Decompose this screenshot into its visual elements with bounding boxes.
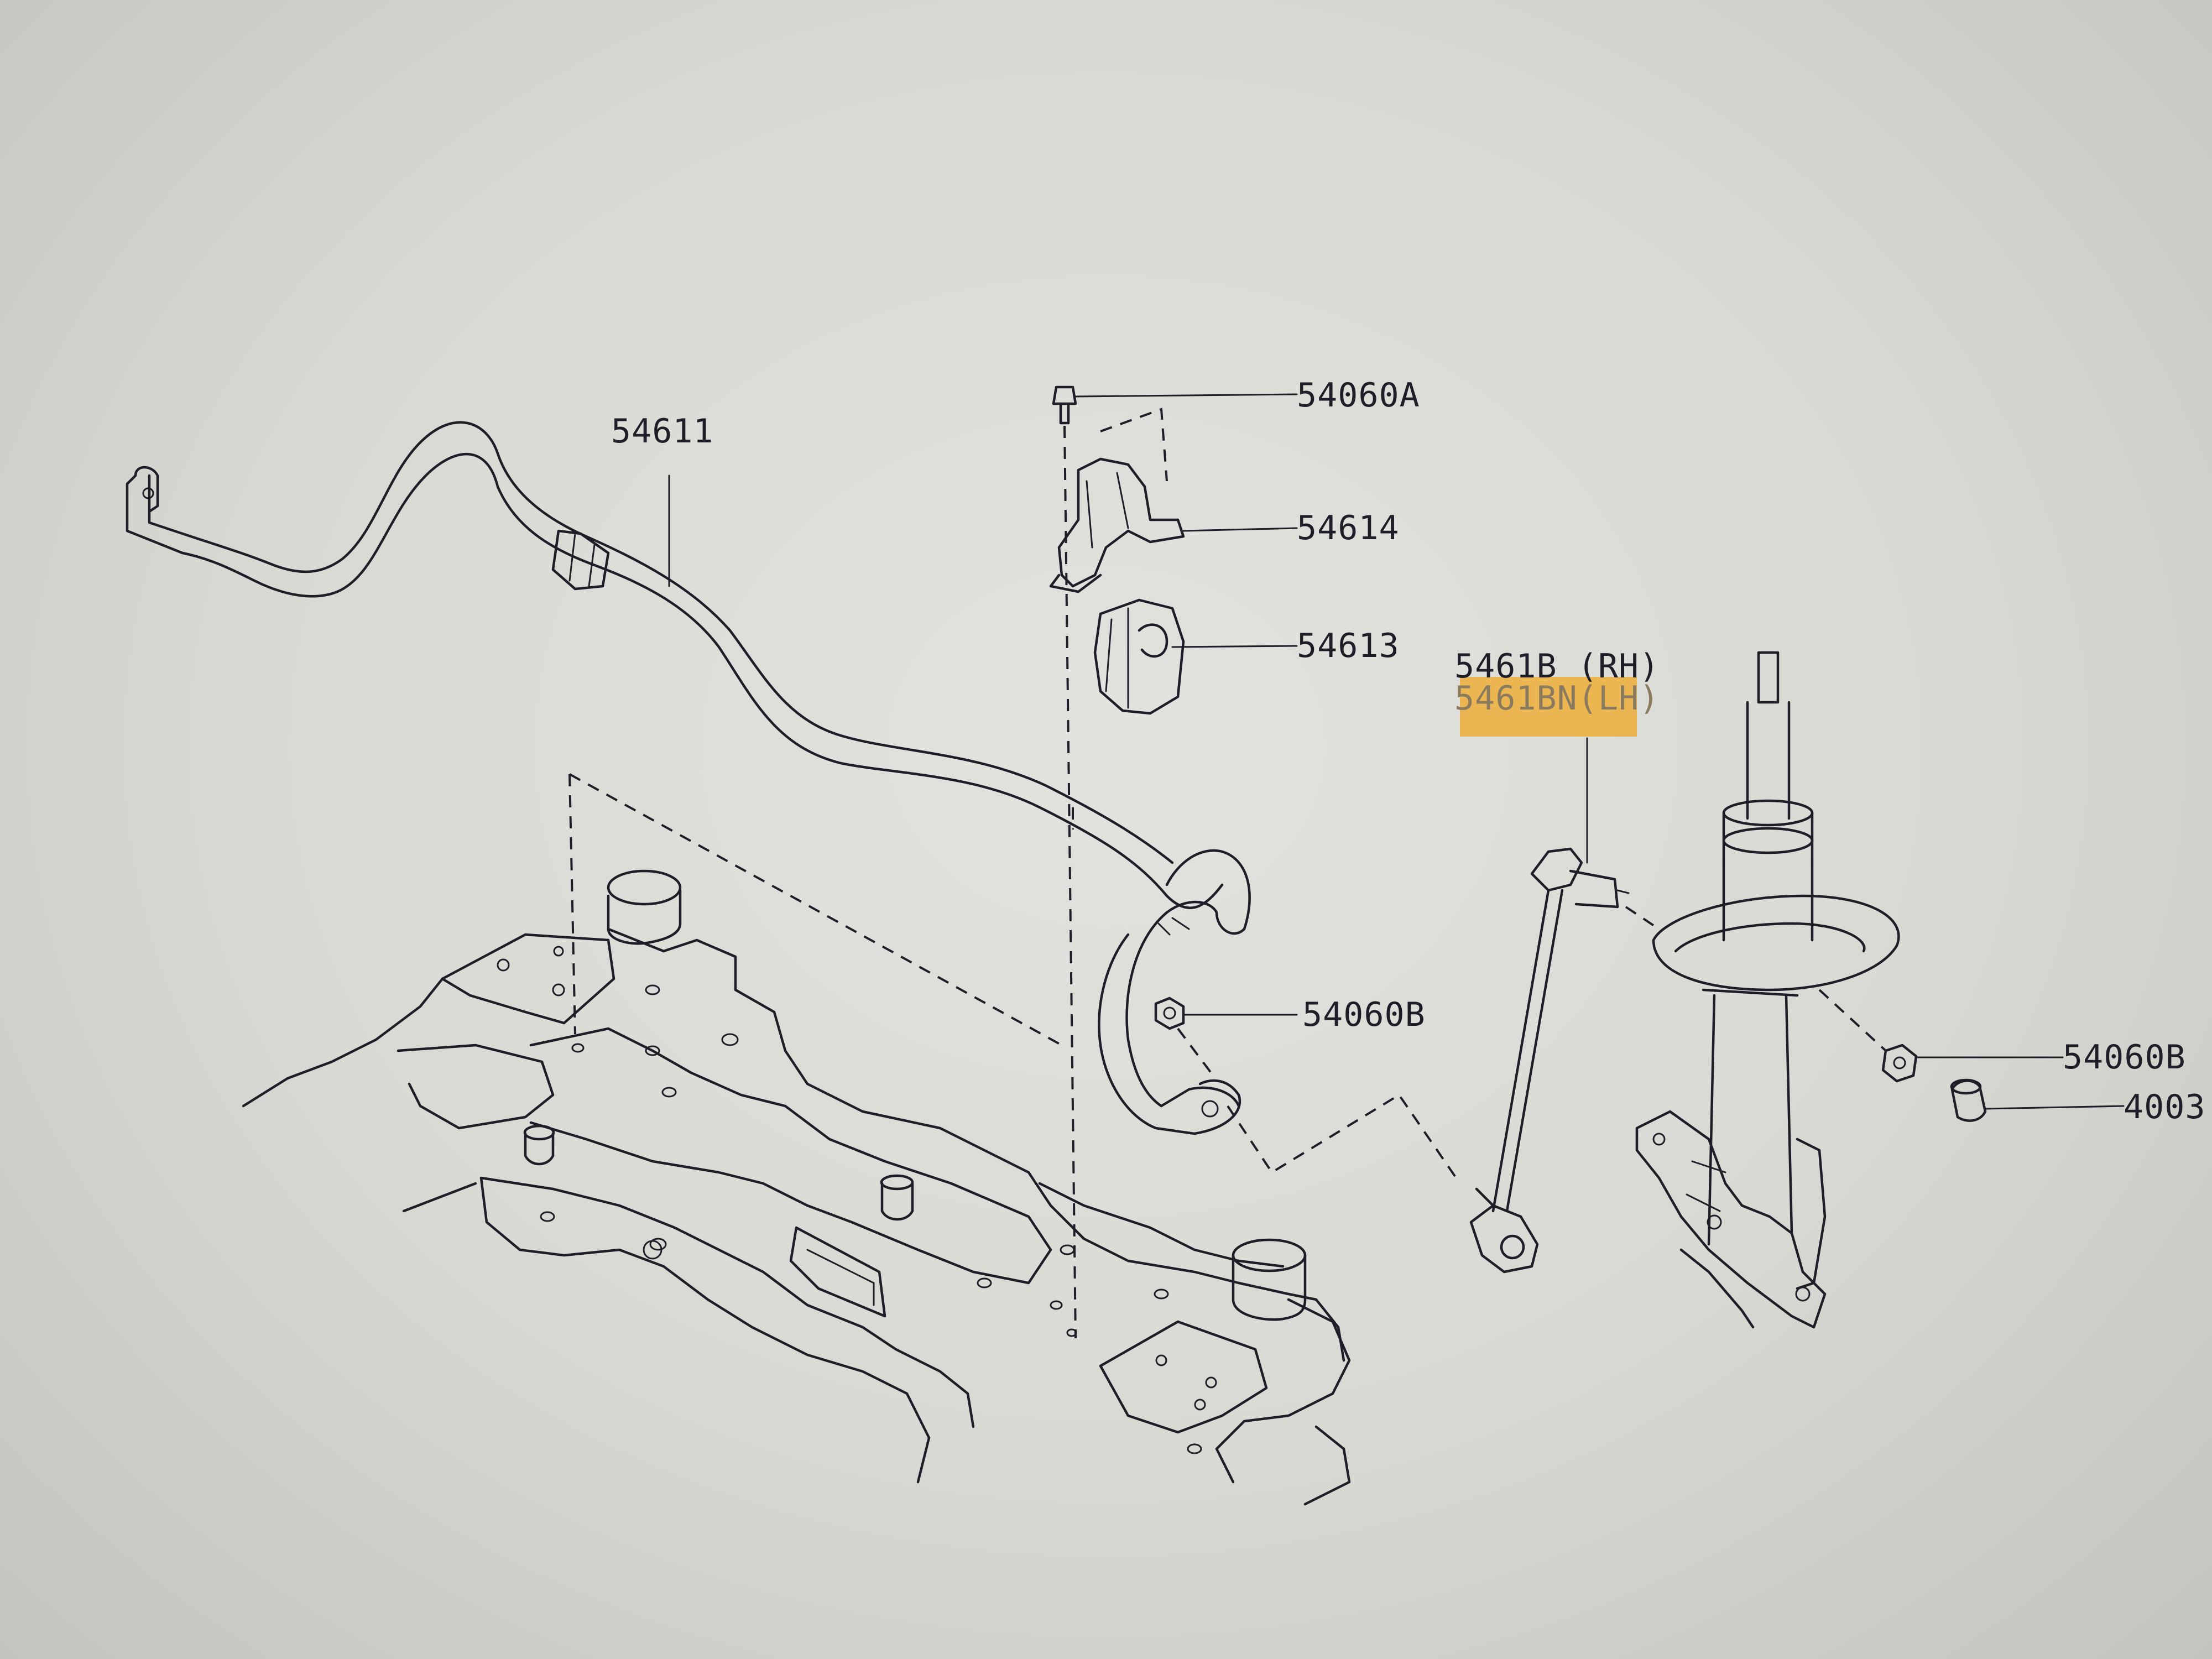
- label-stabilizer-bar: 54611: [611, 412, 714, 451]
- clamp-assembly: [1049, 385, 1185, 1030]
- label-clamp: 54614: [1297, 509, 1400, 547]
- label-nut-54060b-left: 54060B: [1302, 995, 1426, 1034]
- label-link-rh: 5461B (RH): [1454, 647, 1660, 686]
- strut-assembly: [1635, 651, 1987, 1329]
- leader-lines: [668, 393, 2125, 1110]
- stabilizer-link: [1469, 847, 1630, 1274]
- label-bushing: 54613: [1297, 627, 1400, 665]
- label-nut-54060b-right: 54060B: [2063, 1038, 2186, 1077]
- stabilizer-bar: [126, 421, 1251, 1135]
- assembly-guide-lines: [568, 408, 1887, 1339]
- label-bolt-54060a: 54060A: [1297, 376, 1420, 415]
- highlight-marker: [1460, 677, 1637, 737]
- label-cap-4003: 4003: [2124, 1088, 2206, 1126]
- callout-labels: 54611 54060A 54614 54613 5461B (RH) 5461…: [611, 376, 2206, 1126]
- front-subframe: [242, 869, 1351, 1506]
- label-link-lh: 5461BN(LH): [1454, 679, 1660, 718]
